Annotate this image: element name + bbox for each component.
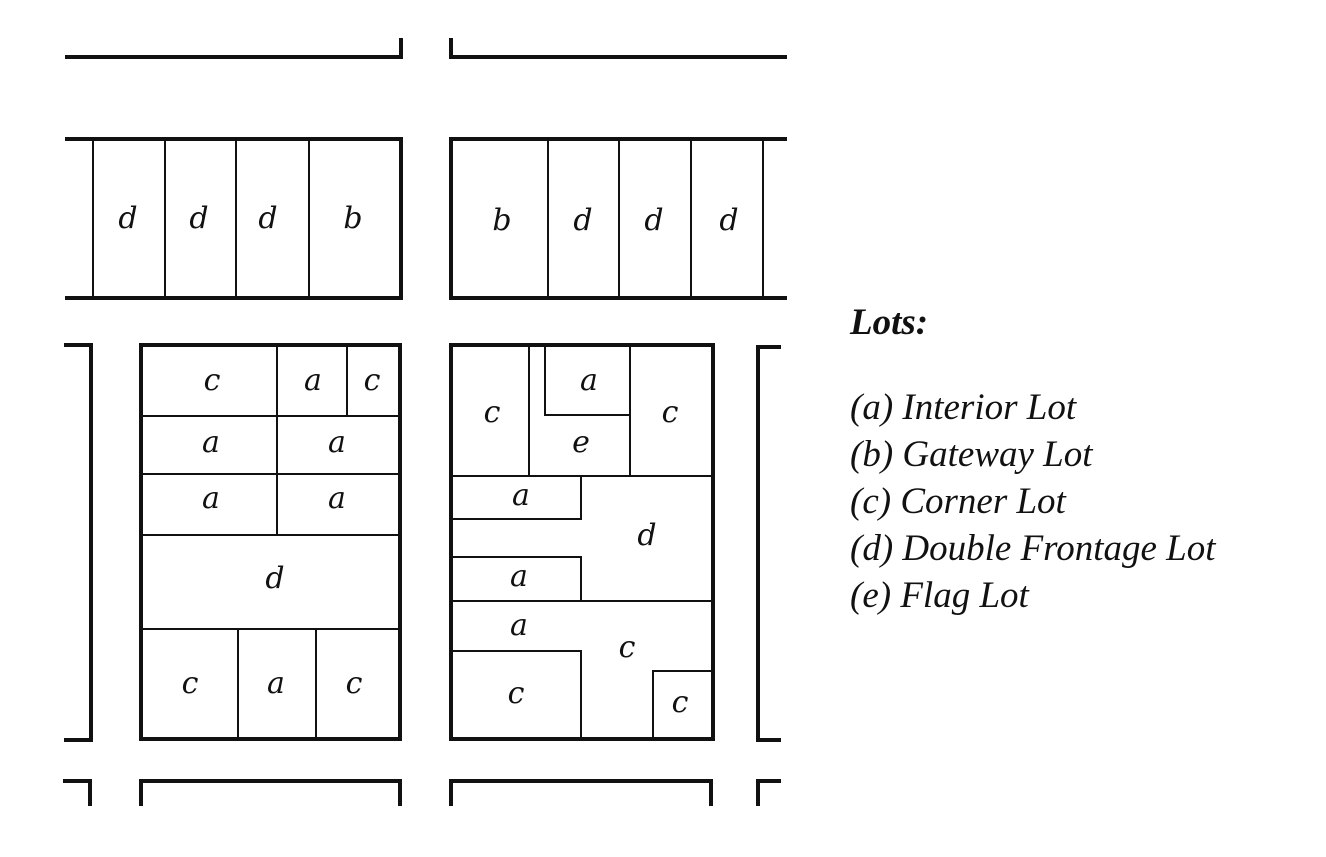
road-edge	[449, 38, 787, 59]
lot-diagram: d d d b b d d d c a c a a a a d c a c c …	[63, 38, 787, 806]
lot-label: a	[580, 363, 598, 398]
legend-item-interior: (a) Interior Lot	[850, 387, 1077, 428]
lot-label: a	[510, 559, 528, 594]
lot-label: c	[662, 395, 679, 430]
road-edge	[65, 38, 403, 59]
lot-label: a	[202, 481, 220, 516]
lot-label: c	[182, 666, 199, 701]
lot-label: c	[619, 630, 636, 665]
road-edge	[756, 779, 781, 806]
road-edge	[756, 345, 781, 742]
lot-label: b	[343, 201, 362, 236]
lot-label: d	[265, 561, 284, 596]
legend-item-gateway: (b) Gateway Lot	[850, 434, 1093, 475]
lot-label: d	[644, 203, 663, 238]
lot-label: c	[346, 666, 363, 701]
lot-label: c	[672, 685, 689, 720]
top-left-strip	[65, 137, 403, 300]
lot-label: e	[572, 425, 590, 460]
road-edge	[139, 779, 402, 806]
lot-label: a	[512, 478, 530, 513]
legend-title: Lots:	[850, 302, 929, 343]
left-block	[139, 343, 402, 741]
lot-label: a	[304, 363, 322, 398]
lot-label: c	[484, 395, 501, 430]
lot-label: d	[637, 518, 656, 553]
lot-label: d	[118, 201, 137, 236]
lot-label: c	[508, 676, 525, 711]
legend-item-double-frontage: (d) Double Frontage Lot	[850, 528, 1216, 569]
lot-label: a	[510, 608, 528, 643]
lot-label: a	[267, 666, 285, 701]
top-right-strip	[449, 137, 787, 300]
lot-label: c	[364, 363, 381, 398]
legend: Lots: (a) Interior Lot (b) Gateway Lot (…	[850, 300, 1216, 619]
lot-label: c	[204, 363, 221, 398]
lot-label: d	[719, 203, 738, 238]
lot-label: a	[328, 425, 346, 460]
road-edge	[63, 779, 92, 806]
lot-label: a	[328, 481, 346, 516]
road-edge	[449, 779, 713, 806]
lot-label: d	[189, 201, 208, 236]
lot-label: a	[202, 425, 220, 460]
lot-label: d	[573, 203, 592, 238]
road-edge	[64, 343, 93, 742]
legend-item-flag: (e) Flag Lot	[850, 575, 1029, 616]
lot-label: d	[258, 201, 277, 236]
right-block	[449, 343, 715, 741]
lot-label: b	[492, 203, 511, 238]
legend-item-corner: (c) Corner Lot	[850, 481, 1066, 522]
